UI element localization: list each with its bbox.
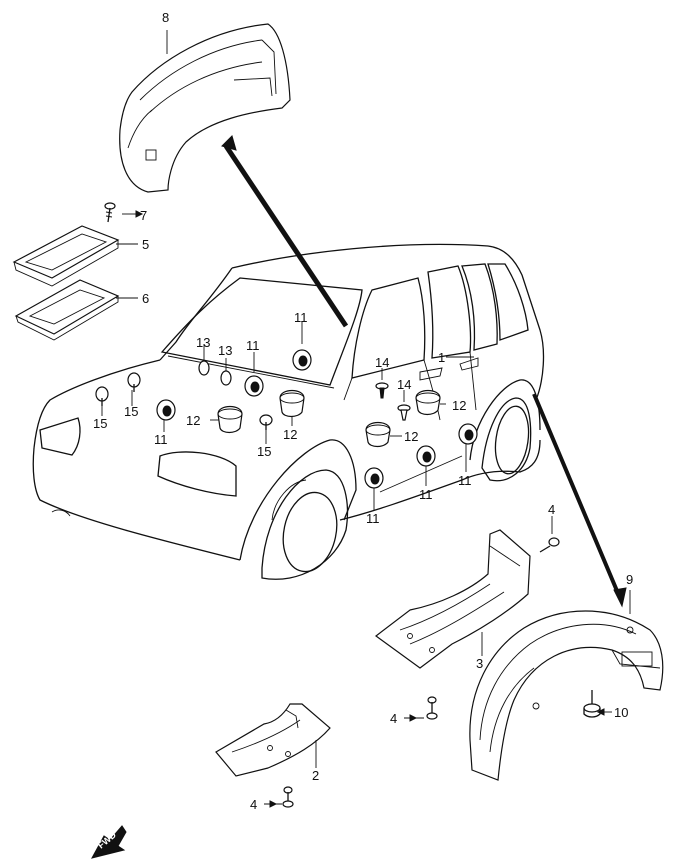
callout-9: 9 [626,572,633,587]
grommet-11-f [458,423,478,445]
fasteners [95,202,601,808]
vehicle-outline [32,243,545,580]
clip-15-b [127,372,141,392]
screw-4-b [426,696,438,720]
callout-12-b: 12 [283,427,297,442]
callout-4-b: 4 [390,711,397,726]
cover-plate-6 [14,279,120,341]
leader-arrowheads [135,210,605,808]
clip-14-a [375,382,389,399]
callout-7: 7 [140,208,147,223]
screw-4-c [282,786,294,808]
callout-13-a: 13 [196,335,210,350]
screw-7 [104,202,116,223]
callout-11-d: 11 [366,511,380,526]
rear-fender-liner [469,610,664,781]
callout-12-a: 12 [186,413,200,428]
rear-splash-guard [374,529,531,669]
callout-2: 2 [312,768,319,783]
callout-15-b: 15 [124,404,138,419]
callout-11-e: 11 [419,487,433,502]
front-splash-guard [215,703,331,777]
leader-lines [101,30,631,805]
plug-12-a [217,405,243,434]
callout-14-a: 14 [375,355,389,370]
plug-12-d [415,389,441,416]
callout-15-c: 15 [257,444,271,459]
grommet-11-a [292,349,312,371]
bolt-10 [583,690,601,718]
cover-plate-5 [12,225,120,287]
grommet-11-c [156,399,176,421]
callout-11-a: 11 [294,310,308,325]
callout-11-f: 11 [458,473,472,488]
callout-4-c: 4 [250,797,257,812]
clip-15-c [259,414,273,430]
callout-5: 5 [142,237,149,252]
clip-13-b [220,370,232,386]
callout-12-c: 12 [404,429,418,444]
callout-8: 8 [162,10,169,25]
screw-4-a [539,537,560,553]
callout-3: 3 [476,656,483,671]
callout-13-b: 13 [218,343,232,358]
callout-11-c: 11 [154,432,168,447]
callout-11-b: 11 [246,338,260,353]
grommet-11-e [416,445,436,467]
callout-4-a: 4 [548,502,555,517]
callout-6: 6 [142,291,149,306]
callout-10: 10 [614,705,628,720]
callout-15-a: 15 [93,416,107,431]
clip-14-b [397,404,411,421]
clip-13-a [198,360,210,376]
callout-14-b: 14 [397,377,411,392]
callout-1: 1 [438,350,445,365]
callout-labels: 8 7 5 6 1 11 11 13 13 14 14 12 12 12 12 … [93,10,633,812]
fwd-arrow-icon: FWD [91,825,127,859]
front-fender-liner [119,23,291,193]
plug-12-b [279,389,305,418]
callout-12-d: 12 [452,398,466,413]
plug-12-c [365,421,391,448]
clip-15-a [95,386,109,406]
grommet-11-d [364,467,384,489]
grommet-11-b [244,375,264,397]
